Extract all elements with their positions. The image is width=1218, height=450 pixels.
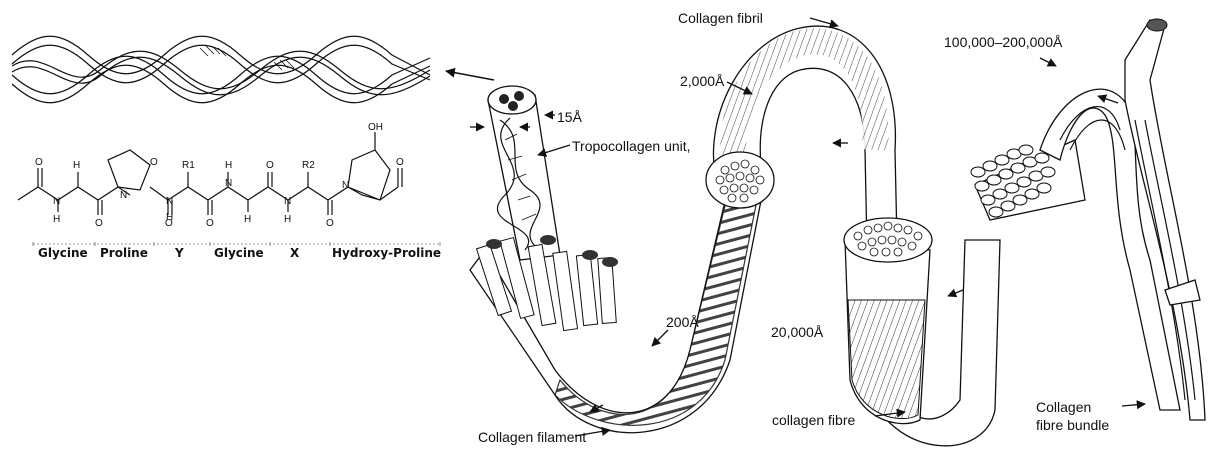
residue-label: Proline: [100, 246, 148, 260]
svg-text:O: O: [396, 157, 404, 168]
svg-text:OH: OH: [368, 122, 383, 133]
label-collagen-fibre: collagen fibre: [772, 412, 855, 428]
svg-text:H: H: [73, 160, 80, 171]
residue-label: X: [290, 246, 300, 260]
svg-text:H: H: [284, 214, 291, 225]
label-size-2000: 2,000Å: [680, 73, 725, 89]
svg-text:N: N: [225, 178, 232, 189]
label-bundle-line2: fibre bundle: [1036, 417, 1109, 433]
label-size-15: 15Å: [557, 109, 583, 125]
leader-arrows: [470, 18, 1145, 436]
label-collagen-fibril: Collagen fibril: [678, 10, 763, 26]
svg-text:R2: R2: [302, 160, 315, 171]
svg-text:N: N: [342, 180, 349, 191]
label-collagen-filament: Collagen filament: [478, 429, 586, 445]
atom-labels: O N H H O N O O R1 N H O H N H O N H R2 …: [35, 122, 404, 229]
svg-text:N: N: [284, 196, 291, 207]
tropocollagen-cylinder: [488, 86, 560, 260]
label-size-200: 200Å: [666, 314, 699, 330]
svg-text:O: O: [95, 218, 103, 229]
svg-text:N: N: [166, 196, 173, 207]
svg-text:O: O: [35, 157, 43, 168]
svg-text:O: O: [150, 157, 158, 168]
residue-label: Hydroxy-Proline: [332, 246, 441, 260]
svg-text:O: O: [326, 218, 334, 229]
svg-text:O: O: [206, 218, 214, 229]
svg-text:H: H: [244, 214, 251, 225]
residue-label: Y: [174, 246, 184, 260]
label-size-bundle: 100,000–200,000Å: [944, 34, 1063, 50]
collagen-fibre-cylinder: [844, 218, 932, 424]
svg-text:H: H: [166, 212, 173, 223]
svg-text:R1: R1: [182, 160, 195, 171]
helix-pointer-arrow: [446, 71, 494, 80]
svg-text:N: N: [120, 190, 127, 201]
label-bundle-line1: Collagen: [1036, 399, 1091, 415]
label-tropocollagen-unit: Tropocollagen unit,: [572, 138, 691, 154]
residue-labels: Glycine Proline Y Glycine X Hydroxy-Prol…: [38, 246, 441, 260]
svg-text:H: H: [225, 160, 232, 171]
residue-label: Glycine: [214, 246, 264, 260]
svg-text:O: O: [266, 160, 274, 171]
fibre-bundle-rods: [971, 19, 1205, 420]
svg-text:H: H: [53, 214, 60, 225]
label-size-20000: 20,000Å: [771, 324, 824, 340]
residue-label: Glycine: [38, 246, 88, 260]
peptide-structure: [18, 132, 402, 215]
triple-helix: [12, 36, 430, 103]
text-labels: Collagen fibril 2,000Å 100,000–200,000Å …: [478, 10, 1109, 445]
svg-text:N: N: [53, 196, 60, 207]
